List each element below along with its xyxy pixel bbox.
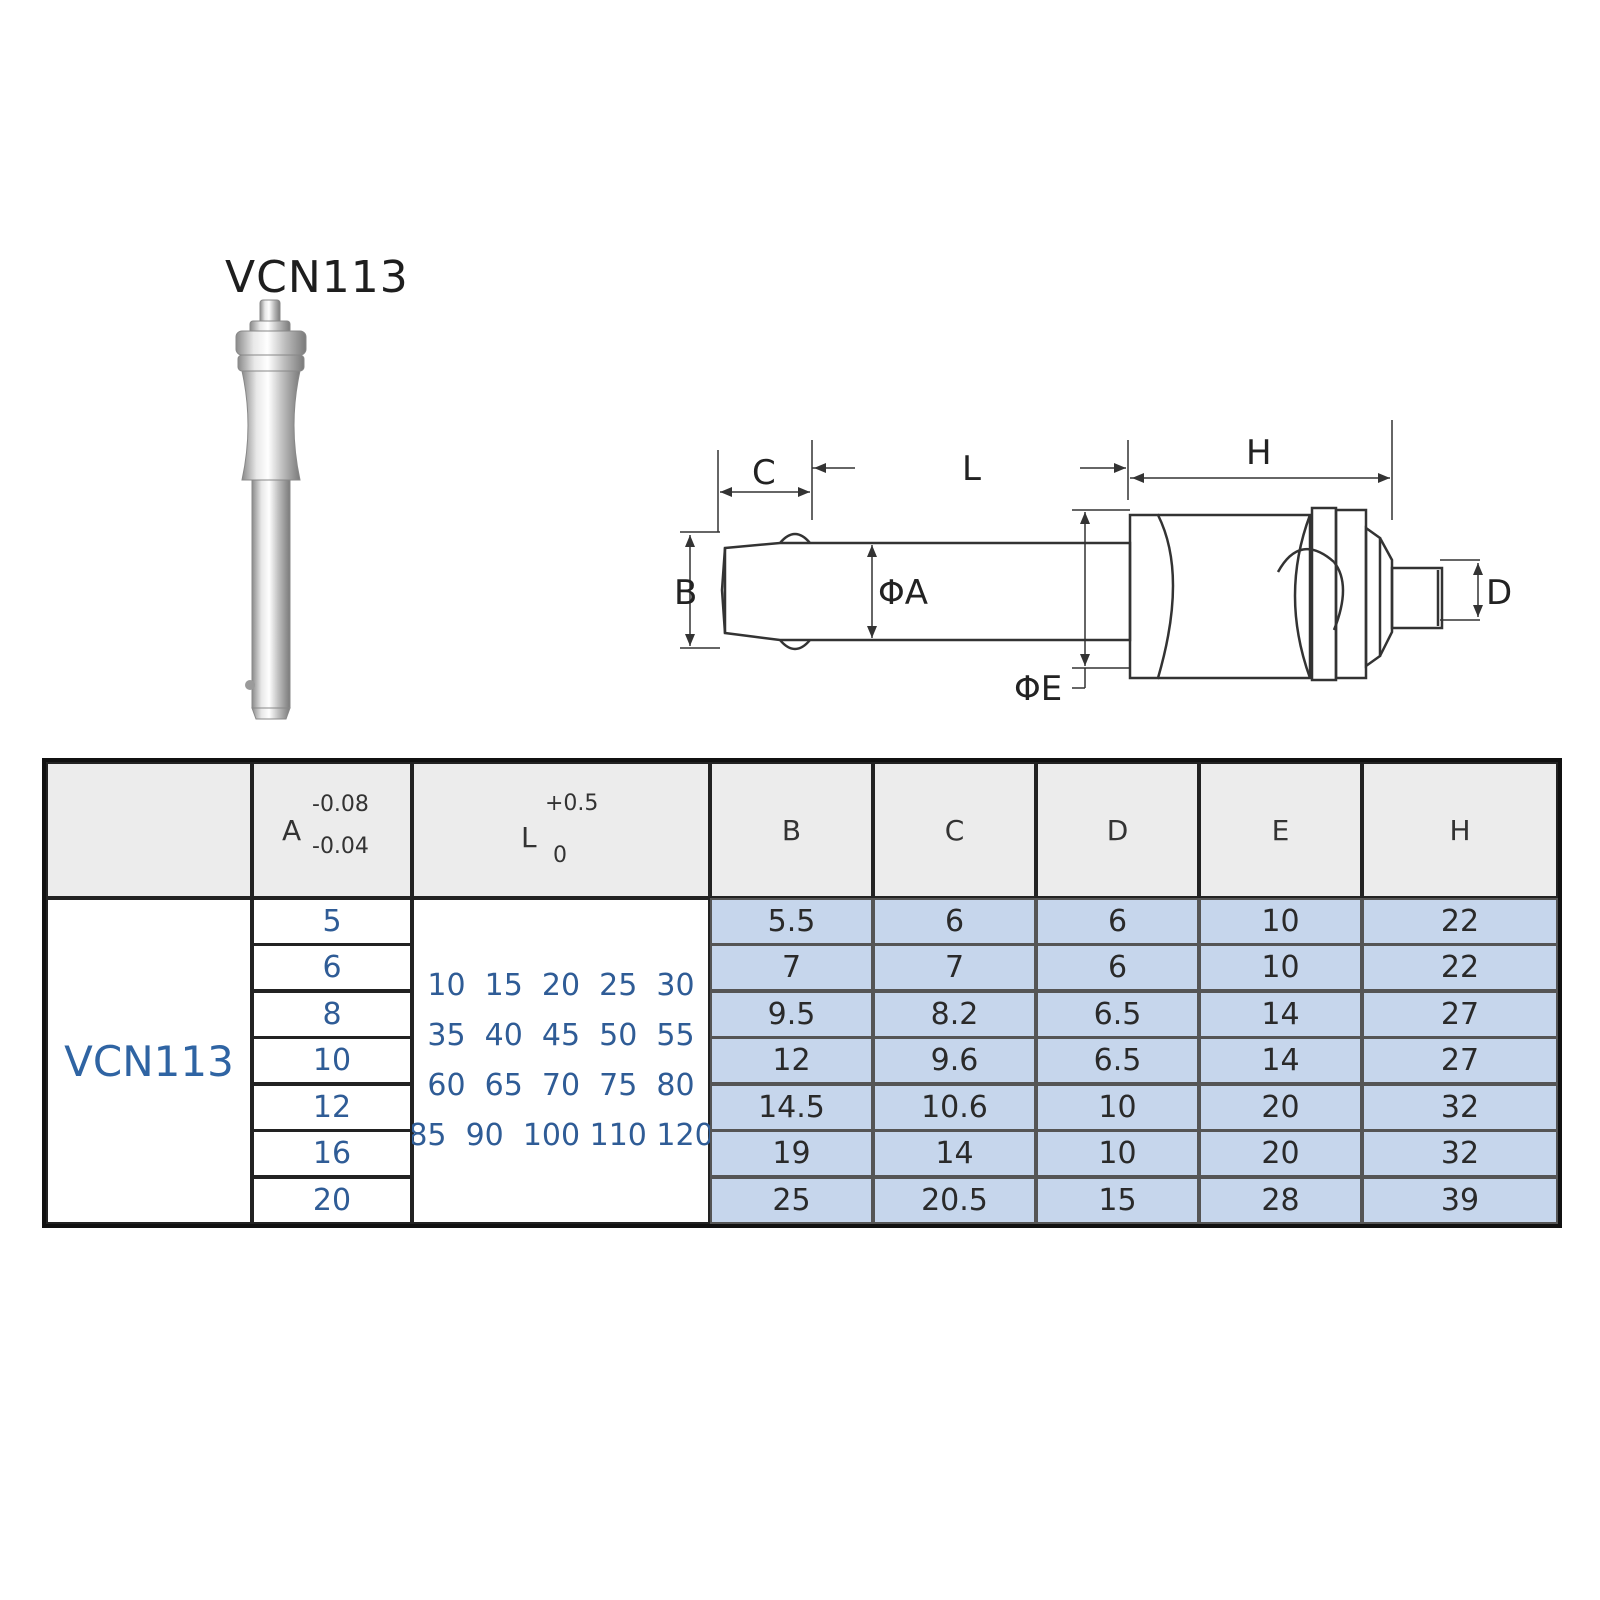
cell-a: 16	[252, 1130, 412, 1177]
header-b: B	[710, 762, 873, 898]
cell-h: 32	[1362, 1130, 1558, 1177]
header-c: C	[873, 762, 1036, 898]
cell-e: 14	[1199, 1037, 1362, 1084]
cell-d: 6.5	[1036, 1037, 1199, 1084]
cell-e: 10	[1199, 944, 1362, 991]
cell-b: 12	[710, 1037, 873, 1084]
cell-d: 6	[1036, 898, 1199, 945]
cell-b: 7	[710, 944, 873, 991]
cell-c: 6	[873, 898, 1036, 945]
header-l-label: L	[521, 821, 537, 854]
header-l-upper-tol: +0.5	[545, 791, 599, 816]
cell-h: 22	[1362, 898, 1558, 945]
cell-e: 20	[1199, 1130, 1362, 1177]
header-a-label: A	[282, 814, 302, 847]
cell-e: 28	[1199, 1177, 1362, 1224]
cell-e: 14	[1199, 991, 1362, 1038]
cell-b: 14.5	[710, 1084, 873, 1131]
header-h: H	[1362, 762, 1558, 898]
dim-label-b: B	[674, 573, 697, 613]
header-a: A -0.08 -0.04	[252, 762, 412, 898]
cell-a: 6	[252, 944, 412, 991]
spec-table: A -0.08 -0.04 L +0.5 0 B C D E H VCN113 …	[42, 758, 1562, 1228]
header-l: L +0.5 0	[412, 762, 710, 898]
header-d: D	[1036, 762, 1199, 898]
cell-e: 20	[1199, 1084, 1362, 1131]
model-cell: VCN113	[46, 898, 252, 1224]
cell-b: 19	[710, 1130, 873, 1177]
cell-a: 12	[252, 1084, 412, 1131]
lengths-line: 10 15 20 25 30	[427, 968, 695, 1003]
cell-a: 8	[252, 991, 412, 1038]
cell-d: 10	[1036, 1130, 1199, 1177]
cell-d: 15	[1036, 1177, 1199, 1224]
cell-e: 10	[1199, 898, 1362, 945]
cell-b: 5.5	[710, 898, 873, 945]
lengths-line: 35 40 45 50 55	[427, 1018, 695, 1053]
cell-h: 39	[1362, 1177, 1558, 1224]
cell-b: 25	[710, 1177, 873, 1224]
header-l-lower-tol: 0	[553, 843, 567, 868]
dim-label-c: C	[752, 453, 776, 493]
header-blank	[46, 762, 252, 898]
cell-h: 22	[1362, 944, 1558, 991]
lengths-line: 60 65 70 75 80	[427, 1068, 695, 1103]
cell-a: 20	[252, 1177, 412, 1224]
cell-h: 27	[1362, 991, 1558, 1038]
cell-c: 9.6	[873, 1037, 1036, 1084]
cell-h: 27	[1362, 1037, 1558, 1084]
cell-b: 9.5	[710, 991, 873, 1038]
cell-c: 14	[873, 1130, 1036, 1177]
header-a-upper-tol: -0.08	[312, 792, 369, 817]
dim-label-l: L	[962, 449, 981, 489]
dim-label-phi-a: ΦA	[878, 573, 928, 613]
lengths-line: 85 90 100 110 120	[408, 1118, 714, 1153]
cell-a: 10	[252, 1037, 412, 1084]
cell-c: 7	[873, 944, 1036, 991]
dim-label-phi-e: ΦE	[1014, 669, 1062, 709]
header-e: E	[1199, 762, 1362, 898]
cell-d: 6.5	[1036, 991, 1199, 1038]
product-title: VCN113	[225, 252, 409, 303]
lengths-cell: 10 15 20 25 30 35 40 45 50 55 60 65 70 7…	[408, 898, 714, 1224]
ball-lock-pin-image	[235, 299, 307, 720]
cell-d: 6	[1036, 944, 1199, 991]
cell-c: 10.6	[873, 1084, 1036, 1131]
dim-label-d: D	[1486, 573, 1512, 613]
cell-c: 8.2	[873, 991, 1036, 1038]
cell-c: 20.5	[873, 1177, 1036, 1224]
cell-d: 10	[1036, 1084, 1199, 1131]
cell-a: 5	[252, 898, 412, 945]
technical-drawing: C L H B ΦA D ΦE	[674, 420, 1512, 709]
header-a-lower-tol: -0.04	[312, 834, 369, 859]
cell-h: 32	[1362, 1084, 1558, 1131]
dim-label-h: H	[1246, 433, 1272, 473]
